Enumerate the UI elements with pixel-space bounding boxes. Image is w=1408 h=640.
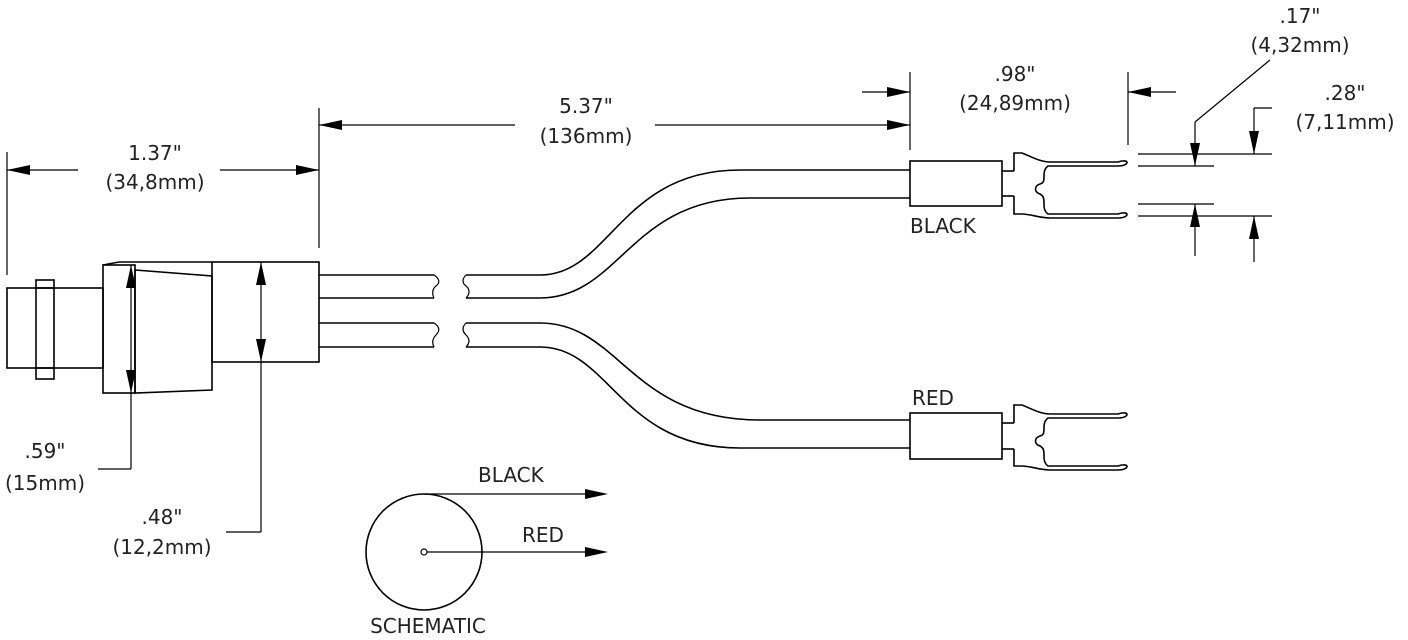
connector-length-mm: (34,8mm) [105, 170, 204, 194]
black-spade-lug [909, 152, 1128, 219]
lug-slot-mm: (4,32mm) [1250, 33, 1349, 57]
dimension-connector-length [6, 108, 320, 275]
dimension-cable-length [319, 120, 910, 130]
connector-diameter-inches: .59" [24, 439, 65, 463]
bnc-connector [6, 261, 320, 394]
lug-slot-inches: .17" [1279, 4, 1320, 28]
cable-length-inches: 5.37" [559, 94, 613, 118]
dimension-lug-length [862, 72, 1176, 150]
schematic-center-label: RED [522, 523, 564, 547]
red-lead-label: RED [912, 386, 954, 410]
cable-length-mm: (136mm) [540, 124, 633, 148]
lug-length-inches: .98" [994, 62, 1035, 86]
schematic-outer-label: BLACK [478, 463, 545, 487]
body-height-inches: .48" [141, 505, 182, 529]
lug-width-inches: .28" [1324, 81, 1365, 105]
cable-red-lead [462, 322, 910, 449]
schematic-symbol [365, 489, 608, 611]
connector-length-inches: 1.37" [128, 141, 182, 165]
dimension-connector-diameter [98, 265, 136, 470]
dimension-body-height [226, 262, 266, 533]
cable-lower-stub [319, 322, 440, 348]
body-height-mm: (12,2mm) [112, 535, 211, 559]
schematic-title: SCHEMATIC [370, 614, 486, 638]
red-spade-lug [909, 404, 1128, 471]
lug-width-mm: (7,11mm) [1295, 110, 1394, 134]
connector-diameter-mm: (15mm) [5, 471, 85, 495]
cable-upper-stub [319, 274, 440, 299]
cable-black-lead [462, 169, 910, 299]
dimension-lug-slot-width [1138, 59, 1272, 262]
lug-length-mm: (24,89mm) [959, 91, 1071, 115]
black-lead-label: BLACK [910, 214, 977, 238]
